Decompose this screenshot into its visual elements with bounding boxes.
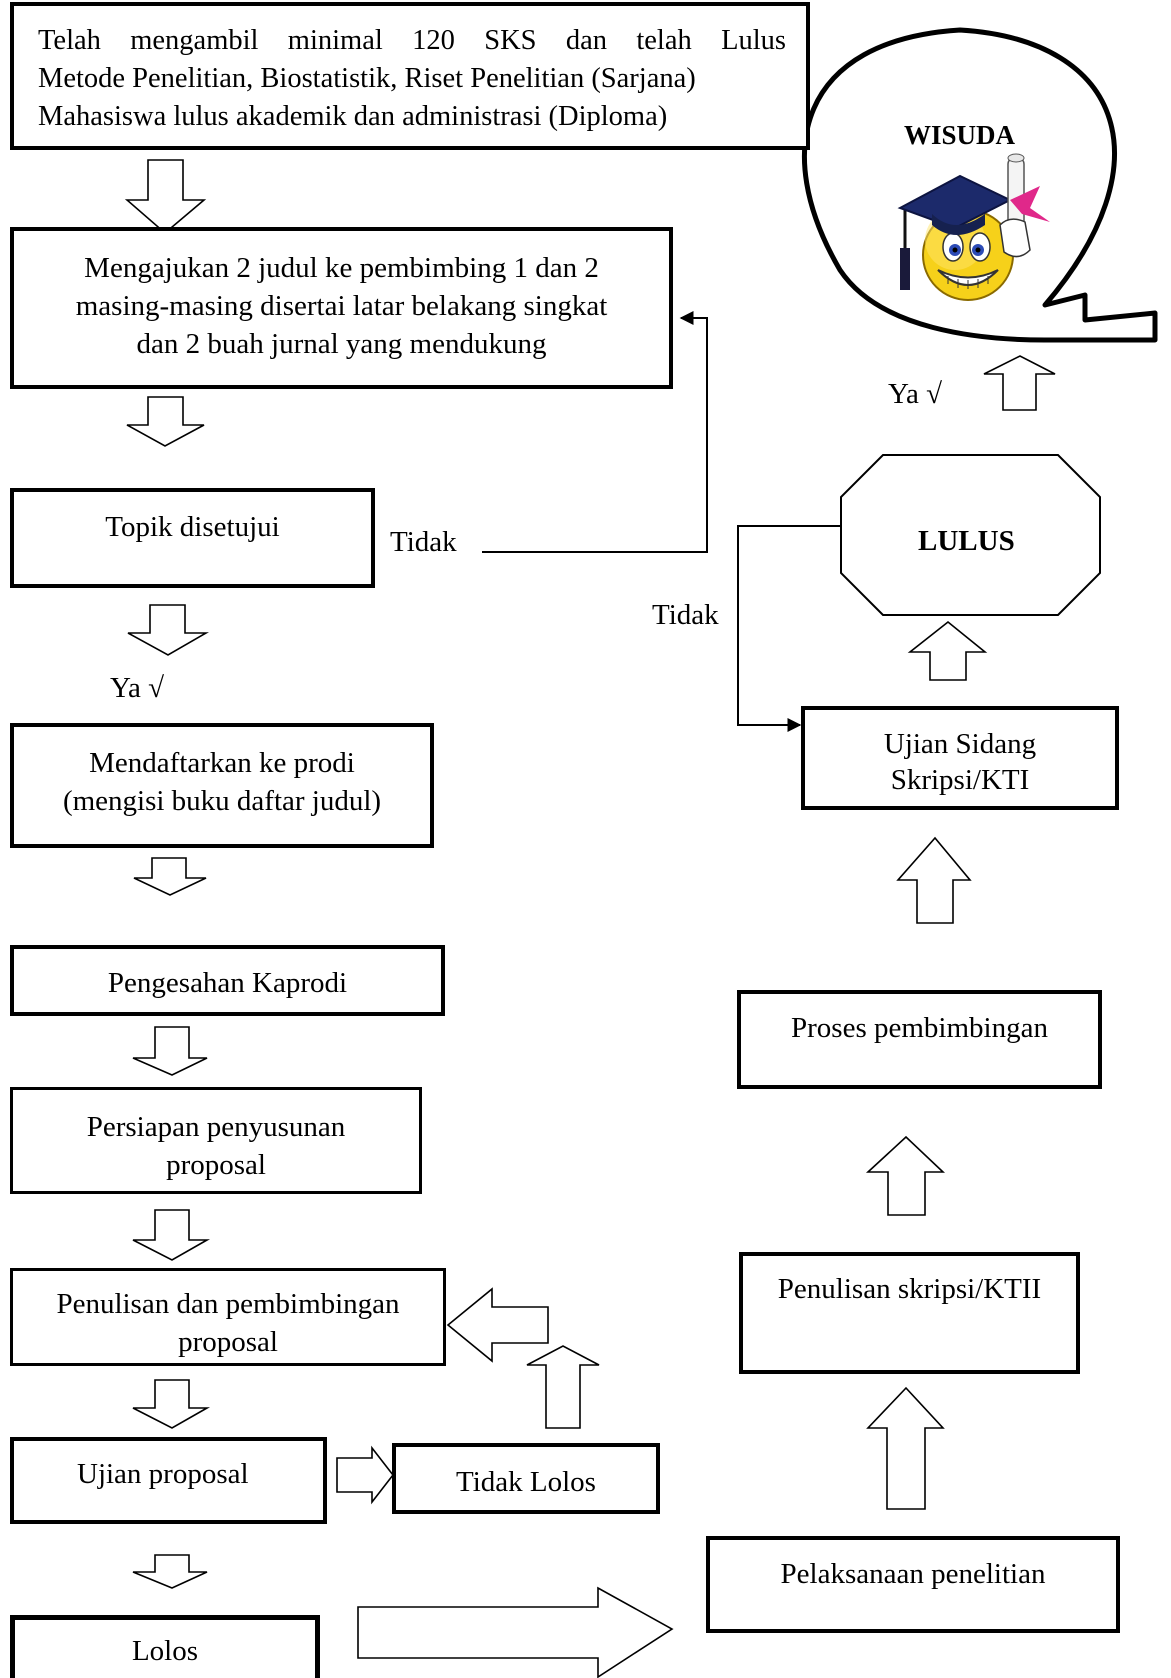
proposal-exam-text: Ujian proposal [77,1458,249,1490]
lulus-octagon [840,454,1101,616]
requirements-line-3: Mahasiswa lulus akademik dan administras… [38,101,668,132]
register-line-1: Mendaftarkan ke prodi [89,747,355,779]
down-arrow-8 [132,1554,208,1589]
passed-box: Lolos [10,1615,320,1678]
down-arrow-3 [127,604,209,656]
writing-proposal-line-2: proposal [178,1326,278,1358]
writing-thesis-text: Penulisan skripsi/KTII [777,1273,1042,1305]
up-arrow-r2 [865,1135,946,1216]
down-arrow-4 [133,857,207,896]
up-arrow-r3 [896,836,972,924]
up-arrow-r5 [983,355,1056,411]
down-arrow-1 [124,159,207,235]
passed-text: Lolos [131,1635,199,1667]
graduation-smiley-icon [897,153,1050,301]
defense-no-label: Tidak [652,599,719,631]
writing-proposal-box: Penulisan dan pembimbingan proposal [10,1268,446,1366]
research-text: Pelaksanaan penelitian [780,1558,1046,1590]
topic-approved-box: Topik disetujui [10,488,375,588]
writing-thesis-box: Penulisan skripsi/KTII [739,1252,1080,1374]
prep-box: Persiapan penyusunan proposal [10,1087,422,1194]
not-passed-box: Tidak Lolos [392,1443,660,1514]
research-box: Pelaksanaan penelitian [706,1536,1120,1633]
not-passed-text: Tidak Lolos [456,1466,596,1498]
requirements-line-2: Metode Penelitian, Biostatistik, Riset P… [38,63,696,94]
defense-line-1: Ujian Sidang [883,728,1037,760]
topic-approved-text: Topik disetujui [105,511,280,543]
register-box: Mendaftarkan ke prodi (mengisi buku daft… [10,723,434,848]
down-arrow-2 [126,396,205,447]
submit-titles-line-2: masing-masing disertai latar belakang si… [75,290,608,322]
up-arrow-r4 [907,620,988,681]
down-arrow-6 [132,1209,211,1261]
right-arrow-fail [336,1445,395,1505]
writing-proposal-line-1: Penulisan dan pembimbingan [56,1288,400,1320]
register-line-2: (mengisi buku daftar judul) [62,785,382,817]
up-arrow-r1 [866,1386,945,1510]
prep-line-2: proposal [166,1149,266,1181]
requirements-line-1: Telah mengambil minimal 120 SKS dan tela… [38,25,786,56]
left-arrow-retry [446,1287,549,1363]
defense-line-2: Skripsi/KTI [890,764,1030,796]
right-arrow-large [357,1586,674,1678]
submit-titles-line-3: dan 2 buah jurnal yang mendukung [136,328,547,360]
defense-box: Ujian Sidang Skripsi/KTI [801,706,1119,810]
down-arrow-5 [132,1026,208,1076]
submit-titles-line-1: Mengajukan 2 judul ke pembimbing 1 dan 2 [84,252,599,284]
submit-titles-box: Mengajukan 2 judul ke pembimbing 1 dan 2… [10,227,673,389]
connector-defense-failed [737,525,841,732]
topic-yes-label: Ya √ [110,672,165,704]
kaprodi-box: Pengesahan Kaprodi [10,945,445,1016]
topic-no-label: Tidak [390,526,457,558]
up-arrow-retry [526,1345,600,1429]
guidance-text: Proses pembimbingan [791,1012,1048,1044]
wisuda-text: WISUDA [904,120,1016,150]
connector-topic-rejected [482,311,708,553]
graduate-yes-label: Ya √ [888,378,943,410]
guidance-box: Proses pembimbingan [737,990,1102,1089]
requirements-box: Telah mengambil minimal 120 SKS dan tela… [10,2,810,150]
down-arrow-7 [132,1379,211,1429]
prep-line-1: Persiapan penyusunan [86,1111,346,1143]
kaprodi-text: Pengesahan Kaprodi [107,967,348,999]
proposal-exam-box: Ujian proposal [10,1437,327,1524]
lulus-text: LULUS [918,525,1015,557]
